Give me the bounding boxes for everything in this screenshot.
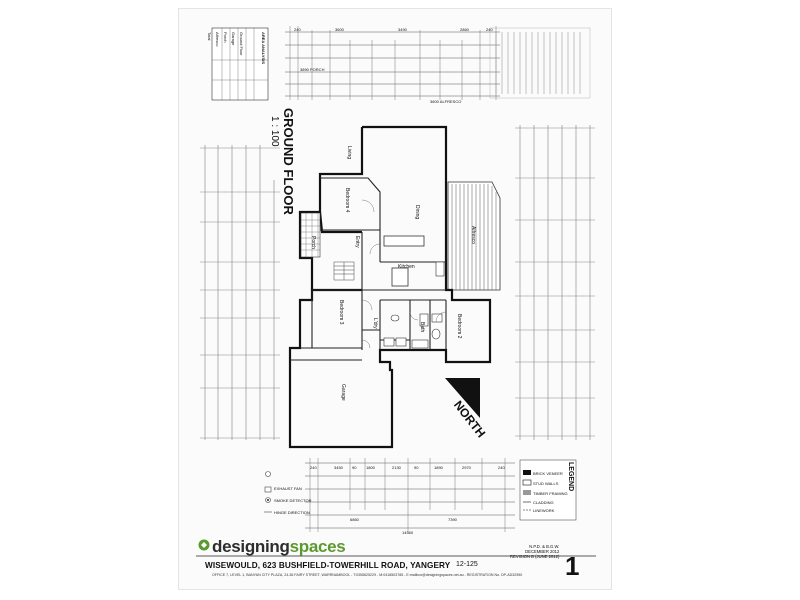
area-row-3: Porch (223, 32, 228, 43)
brand-logo-icon (198, 539, 210, 551)
room-label-bedroom3: Bedroom 3 (338, 300, 344, 325)
room-label-alfresco: Alfresco (470, 226, 476, 245)
brand-name-b: spaces (289, 537, 346, 556)
dim-bottom-2: 3450 (334, 465, 343, 470)
dim-bottom-9: 240 (498, 465, 505, 470)
room-label-garage: Garage (340, 384, 346, 401)
dim-top-3: 3490 (398, 27, 407, 32)
dim-overall: 14560 (402, 530, 414, 535)
room-label-entry: Entry (354, 236, 360, 248)
top-dimension-lines (285, 26, 500, 100)
key-hinge-direction: HINGE DIRECTION (274, 510, 310, 515)
bottom-dimension-lines (305, 458, 515, 532)
job-number: 12-125 (456, 561, 478, 568)
sheet-number: 1 (565, 551, 580, 581)
porch-dimension-note: 3890 PORCH (300, 67, 325, 72)
legend-item-3: TIMBER FRAMING (533, 491, 568, 496)
symbols-key (264, 471, 272, 513)
area-row-2: Garage (231, 32, 236, 46)
north-arrow-icon (445, 378, 480, 418)
drawing-date: DECEMBER 2012 (525, 549, 560, 554)
legend-heading: LEGEND (567, 462, 574, 492)
dim-top-5: 240 (486, 27, 493, 32)
dim-bottom-1: 240 (310, 465, 317, 470)
legend-item-1: BRICK VENEER (533, 471, 563, 476)
left-dimension-lines (200, 145, 280, 440)
room-label-bath: Bath (419, 322, 425, 333)
revision-note: REVISION B (JUNE 2012) (510, 554, 560, 559)
brand-logo: designingspaces (212, 537, 346, 557)
legend-item-2: STUD WALLS (533, 481, 559, 486)
dim-bottom-5: 2130 (392, 465, 401, 470)
floor-title: GROUND FLOOR (281, 108, 296, 215)
room-label-kitchen: Kitchen (398, 264, 415, 270)
dim-bottom-total-1: 6860 (350, 517, 359, 522)
dim-bottom-8: 2970 (462, 465, 471, 470)
alfresco-deck (447, 181, 501, 291)
dim-bottom-4: 1800 (366, 465, 375, 470)
key-exhaust-fan: EXHAUST FAN (274, 486, 302, 491)
dim-top-2: 3600 (335, 27, 344, 32)
wet-area-fittings (383, 313, 443, 349)
porch-hatch (300, 212, 321, 258)
general-notes-box (489, 27, 591, 99)
area-table-heading: AREA ANALYSIS (261, 32, 266, 65)
room-label-bedroom4: Bedroom 4 (344, 188, 350, 213)
room-label-living: Living (346, 146, 352, 160)
dim-top-1: 240 (294, 27, 301, 32)
legend-item-5: LINEWORK (533, 508, 555, 513)
scale-label: 1 : 100 (269, 116, 280, 147)
dim-bottom-3: 90 (352, 465, 357, 470)
kitchen-island (383, 235, 445, 287)
room-label-bedroom2: Bedroom 2 (456, 314, 462, 339)
key-smoke-detector: SMOKE DETECTOR (274, 498, 312, 503)
area-analysis-table (211, 27, 269, 101)
room-label-dining: Dining (414, 205, 420, 220)
door-swings (361, 199, 447, 349)
area-row-4: Alfresco (215, 32, 220, 47)
internal-walls (290, 177, 447, 361)
revision-block: N.P.D. & B.G.W. DECEMBER 2012 REVISION B… (510, 544, 559, 559)
office-details: OFFICE 7, LEVEL 1, BANYAN CITY PLAZA, 24… (212, 573, 523, 577)
area-row-5: Total (207, 32, 212, 41)
room-label-laundry: L'dry (372, 318, 378, 329)
legend-item-4: CLADDING (533, 500, 554, 505)
room-label-porch: Porch (310, 236, 316, 250)
dim-bottom-total-2: 7390 (448, 517, 457, 522)
brand-name-a: designing (212, 537, 290, 556)
dim-top-4: 2860 (460, 27, 469, 32)
entry-steps (333, 261, 355, 281)
dim-bottom-6: 90 (414, 465, 419, 470)
alfresco-dimension-note: 3600 ALFRESCO (430, 99, 462, 104)
right-dimension-lines (515, 125, 595, 440)
dim-bottom-7: 1890 (434, 465, 443, 470)
project-address: WISEWOULD, 623 BUSHFIELD-TOWERHILL ROAD,… (205, 561, 451, 570)
area-row-1: Ground Floor (239, 32, 244, 56)
external-walls (288, 125, 492, 449)
legend-box (519, 459, 577, 521)
drawn-by: N.P.D. & B.G.W. (529, 544, 560, 549)
